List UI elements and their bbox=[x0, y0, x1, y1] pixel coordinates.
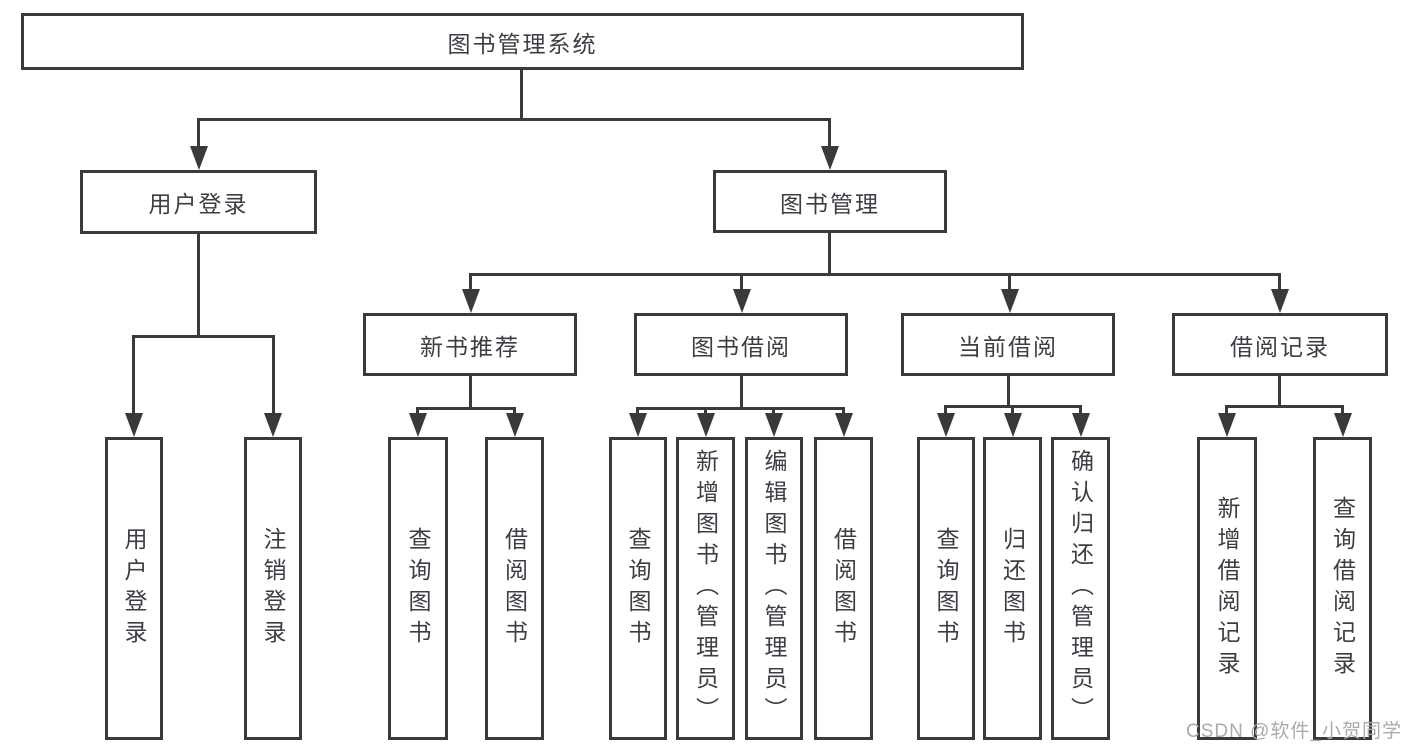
connector-line bbox=[636, 407, 639, 416]
connector-line bbox=[828, 233, 831, 276]
arrow-down-icon bbox=[835, 413, 853, 437]
connector-line bbox=[944, 405, 947, 416]
connector-line bbox=[520, 70, 523, 121]
connector-line bbox=[1225, 405, 1344, 408]
arrow-down-icon bbox=[629, 413, 647, 437]
connector-line bbox=[197, 234, 200, 338]
arrow-down-icon bbox=[409, 413, 427, 437]
arrow-down-icon bbox=[264, 413, 282, 437]
leaf-user-login: 用户登录 bbox=[105, 437, 163, 740]
connector-line bbox=[1341, 405, 1344, 416]
arrow-down-icon bbox=[1271, 289, 1289, 313]
connector-line bbox=[469, 273, 472, 293]
leaf-add-borrow-record: 新增借阅记录 bbox=[1197, 437, 1257, 740]
leaf-query-books-recommend: 查询图书 bbox=[388, 437, 448, 740]
node-borrowing-records: 借阅记录 bbox=[1172, 313, 1388, 376]
node-current-borrowing: 当前借阅 bbox=[901, 313, 1115, 376]
connector-line bbox=[132, 335, 135, 416]
arrow-down-icon bbox=[1004, 413, 1022, 437]
arrow-down-icon bbox=[506, 413, 524, 437]
connector-line bbox=[1079, 405, 1082, 416]
arrow-down-icon bbox=[462, 289, 480, 313]
connector-line bbox=[740, 376, 743, 410]
node-user-login: 用户登录 bbox=[80, 170, 317, 234]
connector-line bbox=[636, 407, 845, 410]
connector-line bbox=[272, 335, 275, 416]
connector-line bbox=[842, 407, 845, 416]
leaf-add-books-admin: 新增图书（管理员） bbox=[676, 437, 735, 740]
arrow-down-icon bbox=[937, 413, 955, 437]
leaf-edit-books-admin: 编辑图书（管理员） bbox=[745, 437, 803, 740]
connector-line bbox=[704, 407, 707, 416]
connector-line bbox=[772, 407, 775, 416]
connector-line bbox=[1008, 273, 1011, 293]
leaf-return-books: 归还图书 bbox=[983, 437, 1042, 740]
node-book-management: 图书管理 bbox=[713, 170, 947, 233]
connector-line bbox=[1278, 376, 1281, 408]
arrow-down-icon bbox=[1072, 413, 1090, 437]
leaf-borrow-books-recommend: 借阅图书 bbox=[485, 437, 544, 740]
arrow-down-icon bbox=[821, 146, 839, 170]
arrow-down-icon bbox=[697, 413, 715, 437]
connector-line bbox=[197, 118, 831, 121]
connector-line bbox=[1278, 273, 1281, 293]
node-new-book-recommendation: 新书推荐 bbox=[363, 313, 577, 376]
connector-line bbox=[416, 407, 516, 410]
connector-line bbox=[740, 273, 743, 293]
leaf-confirm-return-admin: 确认归还（管理员） bbox=[1051, 437, 1110, 740]
leaf-query-books-current: 查询图书 bbox=[917, 437, 975, 740]
connector-line bbox=[469, 273, 1281, 276]
connector-line bbox=[416, 407, 419, 416]
leaf-query-borrow-record: 查询借阅记录 bbox=[1313, 437, 1372, 740]
connector-line bbox=[197, 118, 200, 150]
leaf-logout: 注销登录 bbox=[244, 437, 302, 740]
connector-line bbox=[828, 118, 831, 150]
arrow-down-icon bbox=[1334, 413, 1352, 437]
arrow-down-icon bbox=[125, 413, 143, 437]
connector-line bbox=[1011, 405, 1014, 416]
connector-line bbox=[513, 407, 516, 416]
arrow-down-icon bbox=[765, 413, 783, 437]
connector-line bbox=[1225, 405, 1228, 416]
arrow-down-icon bbox=[733, 289, 751, 313]
connector-line bbox=[132, 335, 275, 338]
watermark-text: CSDN @软件_小贺同学 bbox=[1186, 721, 1402, 742]
leaf-query-books-borrowing: 查询图书 bbox=[609, 437, 667, 740]
connector-line bbox=[469, 376, 472, 410]
leaf-borrow-books-borrowing: 借阅图书 bbox=[814, 437, 873, 740]
connector-line bbox=[1007, 376, 1010, 408]
node-book-borrowing: 图书借阅 bbox=[634, 313, 848, 376]
arrow-down-icon bbox=[190, 146, 208, 170]
arrow-down-icon bbox=[1218, 413, 1236, 437]
arrow-down-icon bbox=[1001, 289, 1019, 313]
node-library-management-system: 图书管理系统 bbox=[21, 13, 1024, 70]
